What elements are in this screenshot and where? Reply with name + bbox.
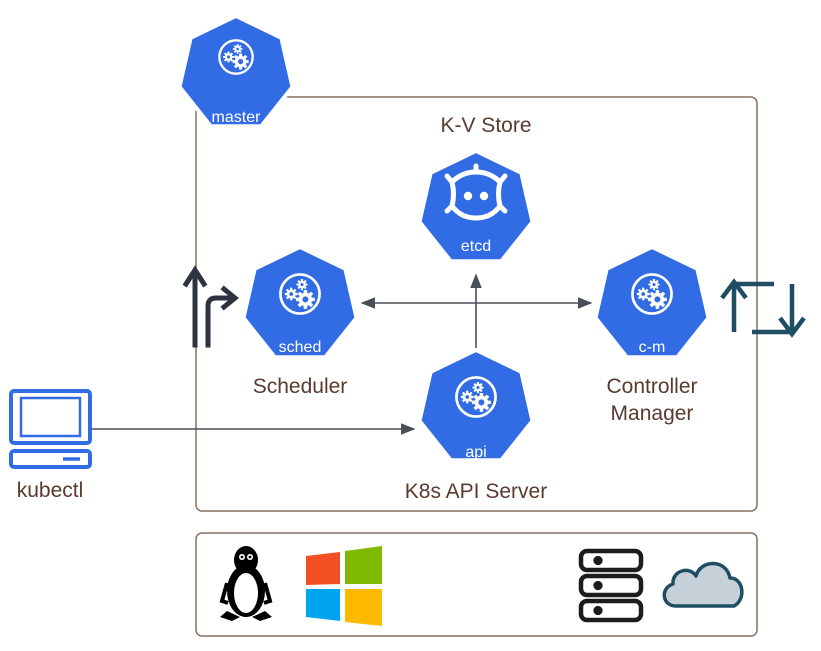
etcd-badge-label: etcd — [461, 238, 491, 255]
server-rack-icon — [578, 548, 644, 623]
computer-icon — [9, 389, 92, 469]
master-badge-label: master — [212, 109, 262, 126]
controller-manager-badge-label: c-m — [639, 339, 666, 356]
kv-store-title: K-V Store — [440, 114, 531, 137]
etcd-logo-icon — [444, 163, 508, 221]
edges — [92, 273, 593, 435]
api-server-node: api — [417, 348, 535, 463]
scheduler-title: Scheduler — [253, 375, 348, 398]
windows-logo-icon — [306, 546, 382, 626]
infrastructure-frame — [195, 532, 758, 637]
linux-tux-icon — [219, 546, 273, 621]
scheduler-node: sched — [241, 245, 359, 360]
api-badge-label: api — [465, 444, 486, 461]
branch-arrows-icon — [182, 265, 239, 348]
etcd-node: etcd — [417, 149, 535, 264]
refresh-loop-icon — [720, 278, 806, 338]
kubectl-label: kubectl — [17, 479, 84, 502]
scheduler-badge-label: sched — [279, 339, 322, 356]
api-server-title: K8s API Server — [405, 480, 547, 503]
controller-manager-title-line2: Manager — [611, 402, 694, 425]
master-badge: master — [177, 14, 295, 129]
controller-manager-node: c-m — [593, 245, 711, 360]
cloud-icon — [662, 561, 744, 608]
controller-manager-title-line1: Controller — [606, 375, 697, 398]
